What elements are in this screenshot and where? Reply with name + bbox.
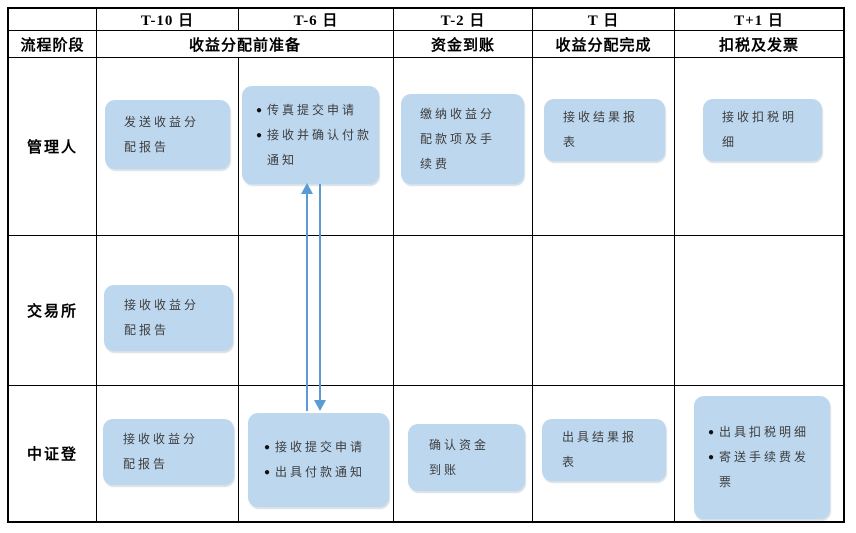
bullet-icon: ● (264, 442, 271, 453)
corner-cell (9, 9, 97, 31)
task-box-text: 接收结果报表 (563, 110, 639, 149)
cell-exchange-t1 (675, 236, 843, 386)
task-box-text: 缴纳收益分配款项及手续费 (420, 106, 496, 171)
bullet-icon: ● (256, 104, 263, 116)
process-swimlane-table: T-10 日 T-6 日 T-2 日 T 日 T+1 日 流程阶段 收益分配前准… (7, 7, 845, 523)
task-box-text: 发送收益分配报告 (124, 114, 200, 154)
bullet-item: ● 传真提交申请 (256, 98, 373, 123)
cell-csdc-t2: 确认资金到账 (394, 386, 533, 521)
task-box-csdc-t2: 确认资金到账 (408, 424, 525, 491)
cell-csdc-t1: ● 出具扣税明细 ● 寄送手续费发票 (675, 386, 843, 521)
task-box-csdc-t6: ● 接收提交申请 ● 出具付款通知 (248, 413, 389, 507)
bullet-icon: ● (264, 467, 271, 478)
lane-label-exchange: 交易所 (9, 236, 97, 386)
bullet-text: 出具扣税明细 (719, 425, 810, 439)
cell-csdc-t0: 出具结果报表 (533, 386, 675, 521)
stage-header-preparation: 收益分配前准备 (97, 31, 394, 58)
bullet-text: 出具付款通知 (275, 465, 366, 479)
bullet-icon: ● (708, 427, 715, 438)
bullet-text: 接收提交申请 (275, 440, 366, 454)
stage-header-distribution-done: 收益分配完成 (533, 31, 675, 58)
cell-exchange-t2 (394, 236, 533, 386)
col-header-t6: T-6 日 (239, 9, 394, 31)
task-box-text: 接收扣税明细 (722, 110, 798, 149)
task-box-text: 出具结果报表 (562, 430, 638, 469)
task-box-csdc-t1: ● 出具扣税明细 ● 寄送手续费发票 (694, 396, 830, 519)
task-box-manager-t6: ● 传真提交申请 ● 接收并确认付款通知 (242, 86, 379, 184)
bullet-item: ● 出具付款通知 (264, 460, 383, 485)
arrow-up-head-icon (301, 183, 313, 194)
task-box-text: 接收收益分配报告 (124, 298, 200, 337)
task-box-text: 接收收益分配报告 (123, 432, 199, 471)
col-header-t2: T-2 日 (394, 9, 533, 31)
bullet-text: 寄送手续费发票 (719, 450, 810, 489)
col-header-t1: T+1 日 (675, 9, 843, 31)
task-box-manager-t2: 缴纳收益分配款项及手续费 (401, 94, 524, 184)
task-box-manager-t1: 接收扣税明细 (703, 99, 822, 161)
col-header-t10: T-10 日 (97, 9, 239, 31)
arrow-down-head-icon (314, 400, 326, 411)
bullet-item: ● 寄送手续费发票 (708, 445, 822, 495)
cell-manager-t0: 接收结果报表 (533, 58, 675, 236)
task-box-manager-t10: 发送收益分配报告 (105, 100, 230, 169)
stage-header-tax-invoice: 扣税及发票 (675, 31, 843, 58)
col-header-t0: T 日 (533, 9, 675, 31)
cell-manager-t6: ● 传真提交申请 ● 接收并确认付款通知 (239, 58, 394, 236)
bullet-text: 传真提交申请 (267, 102, 358, 117)
stage-header-funds-arrival: 资金到账 (394, 31, 533, 58)
cell-manager-t10: 发送收益分配报告 (97, 58, 239, 236)
arrow-down-line (319, 184, 321, 401)
bullet-item: ● 接收提交申请 (264, 435, 383, 460)
task-box-manager-t0: 接收结果报表 (544, 99, 665, 161)
bullet-item: ● 接收并确认付款通知 (256, 123, 373, 173)
arrow-up-line (306, 193, 308, 411)
task-box-csdc-t10: 接收收益分配报告 (103, 419, 234, 485)
lane-label-csdc: 中证登 (9, 386, 97, 521)
task-box-exchange-t10: 接收收益分配报告 (104, 285, 233, 351)
bullet-icon: ● (256, 129, 263, 141)
cell-manager-t2: 缴纳收益分配款项及手续费 (394, 58, 533, 236)
cell-exchange-t0 (533, 236, 675, 386)
stage-row-label: 流程阶段 (9, 31, 97, 58)
cell-manager-t1: 接收扣税明细 (675, 58, 843, 236)
bullet-item: ● 出具扣税明细 (708, 420, 822, 445)
cell-exchange-t6 (239, 236, 394, 386)
cell-csdc-t6: ● 接收提交申请 ● 出具付款通知 (239, 386, 394, 521)
cell-csdc-t10: 接收收益分配报告 (97, 386, 239, 521)
task-box-csdc-t0: 出具结果报表 (542, 419, 666, 481)
bullet-text: 接收并确认付款通知 (267, 127, 373, 167)
task-box-text: 确认资金到账 (429, 437, 490, 477)
bullet-icon: ● (708, 452, 715, 463)
lane-label-manager: 管理人 (9, 58, 97, 236)
cell-exchange-t10: 接收收益分配报告 (97, 236, 239, 386)
